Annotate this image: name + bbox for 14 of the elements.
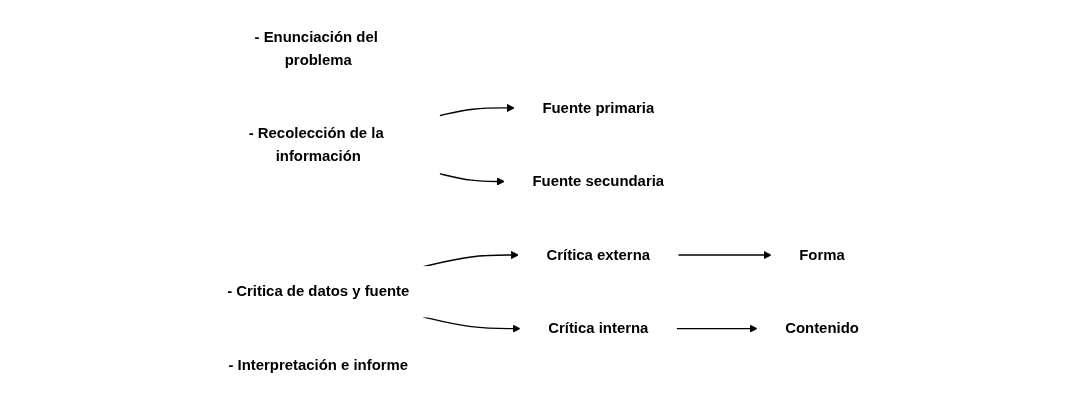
node-text: - Critica de datos y fuente — [227, 283, 410, 300]
arrow — [438, 103, 515, 117]
node-text: - Interpretación e informe — [228, 357, 409, 373]
node-text: Crítica interna — [548, 320, 649, 337]
node-text: Fuente secundaria — [532, 173, 665, 189]
node-text: Crítica externa — [546, 246, 651, 263]
node-text: Fuente primaria — [542, 99, 655, 116]
node-text: - Enunciación del problema — [254, 29, 378, 68]
arrow — [438, 172, 505, 186]
node-text: Contenido — [785, 320, 859, 337]
arrow — [675, 324, 758, 333]
node-text: - Recolección de la información — [248, 125, 384, 164]
arrow — [677, 250, 772, 260]
node-text: Forma — [799, 246, 845, 263]
